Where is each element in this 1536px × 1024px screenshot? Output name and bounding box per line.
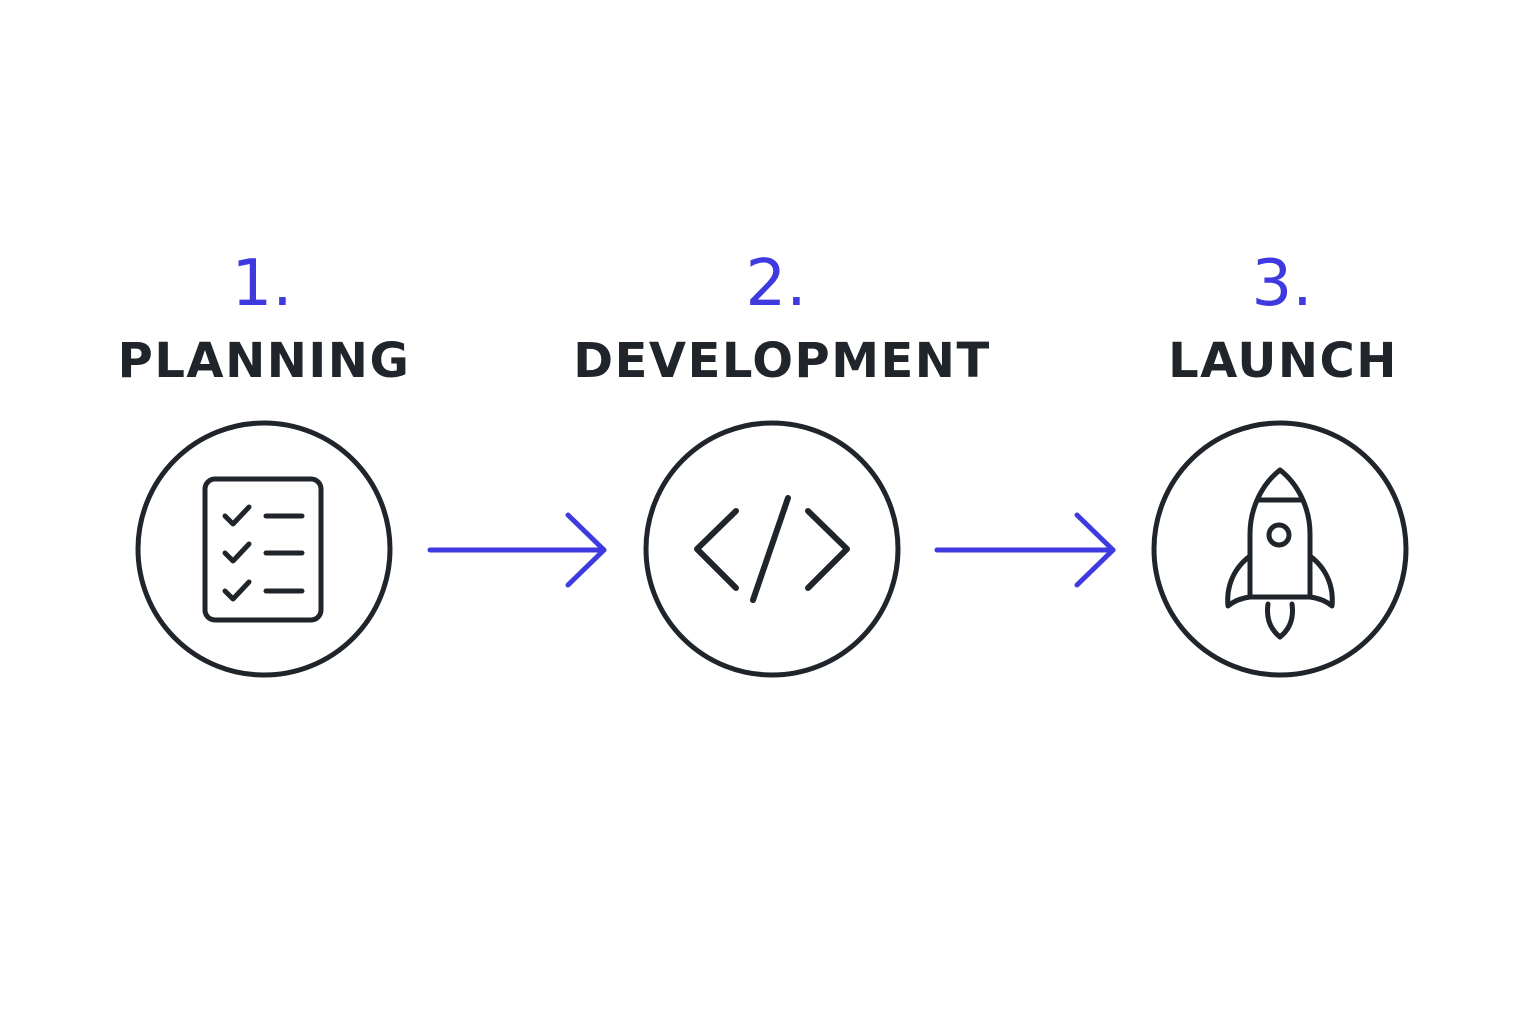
step-1-node [135, 420, 393, 678]
step-3-node [1151, 420, 1409, 678]
step-3-number: 3. [1251, 247, 1313, 321]
step-3-circle [1151, 420, 1409, 678]
step-3-label: LAUNCH [1168, 333, 1398, 389]
checklist-icon [202, 476, 324, 623]
step-2-circle [643, 420, 901, 678]
arrow-1-icon [427, 512, 607, 588]
step-2-label: DEVELOPMENT [573, 333, 991, 389]
step-2-node [643, 420, 901, 678]
step-2-number: 2. [745, 247, 807, 321]
step-1-label: PLANNING [117, 333, 411, 389]
arrow-2-icon [934, 512, 1116, 588]
step-1-circle [135, 420, 393, 678]
step-1-number: 1. [231, 247, 293, 321]
rocket-icon [1225, 467, 1335, 640]
code-icon [694, 495, 850, 603]
